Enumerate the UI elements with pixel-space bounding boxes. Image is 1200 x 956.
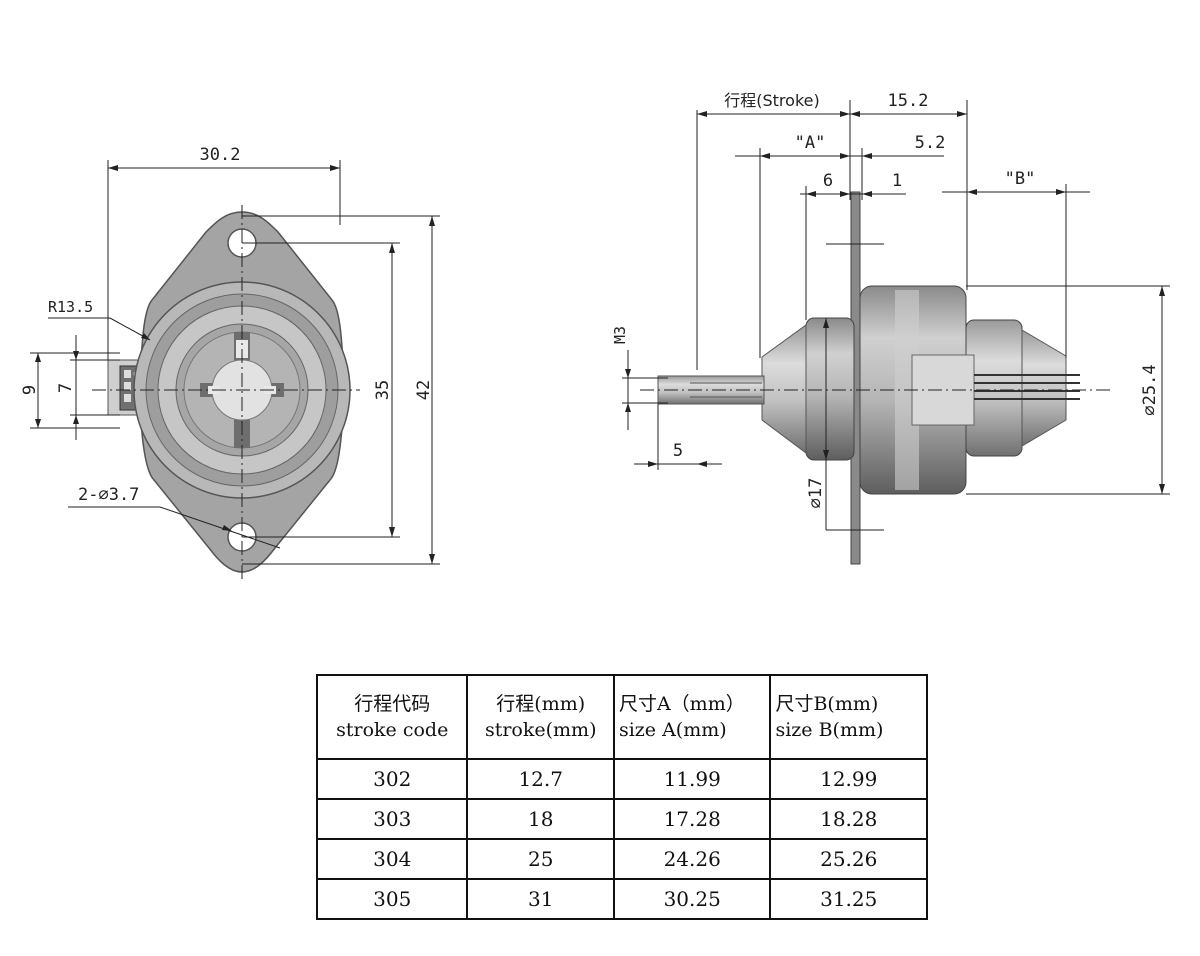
cell-size-a: 11.99 bbox=[612, 758, 772, 800]
cell-stroke-code: 302 bbox=[315, 758, 469, 800]
dim-stroke: 行程(Stroke) bbox=[724, 91, 819, 110]
header-stroke-code: 行程代码 stroke code bbox=[315, 674, 469, 760]
header-stroke: 行程(mm) stroke(mm) bbox=[466, 674, 615, 760]
dim-1: 1 bbox=[892, 171, 902, 191]
cell-stroke-code: 304 bbox=[315, 838, 469, 880]
stroke-spec-table: 行程代码 stroke code 行程(mm) stroke(mm) 尺寸A（m… bbox=[315, 674, 928, 920]
dim-height-35: 35 bbox=[373, 380, 393, 400]
header-zh: 行程代码 bbox=[354, 693, 431, 715]
table-row: 302 12.7 11.99 12.99 bbox=[315, 758, 928, 800]
cell-size-a: 24.26 bbox=[612, 838, 772, 880]
dim-dia-17: ∅17 bbox=[806, 478, 826, 509]
cell-stroke: 12.7 bbox=[466, 758, 615, 800]
cell-stroke: 31 bbox=[466, 878, 615, 920]
front-view: 30.2 R13.5 9 7 35 42 2-∅3.7 bbox=[20, 145, 440, 580]
header-en: stroke(mm) bbox=[484, 719, 597, 741]
cell-stroke-code: 305 bbox=[315, 878, 469, 920]
table-row: 305 31 30.25 31.25 bbox=[315, 878, 928, 920]
dim-left-7: 7 bbox=[56, 383, 76, 393]
header-en: size A(mm) bbox=[618, 719, 727, 741]
dim-6: 6 bbox=[823, 171, 833, 191]
rear-cone bbox=[1021, 329, 1067, 447]
front-cone bbox=[761, 324, 807, 454]
cell-size-b: 31.25 bbox=[769, 878, 928, 920]
table-row: 304 25 24.26 25.26 bbox=[315, 838, 928, 880]
dim-width-30-2: 30.2 bbox=[200, 145, 241, 165]
header-zh: 行程(mm) bbox=[496, 693, 586, 715]
side-view: 行程(Stroke) 15.2 "A" 5.2 6 1 "B" M3 5 bbox=[611, 91, 1170, 565]
header-size-b: 尺寸B(mm) size B(mm) bbox=[769, 674, 928, 760]
dim-5: 5 bbox=[673, 441, 683, 461]
header-en: stroke code bbox=[336, 719, 449, 741]
dim-15-2: 15.2 bbox=[888, 91, 929, 111]
dim-height-42: 42 bbox=[414, 380, 434, 400]
dim-left-9: 9 bbox=[20, 385, 40, 395]
table-row: 303 18 17.28 18.28 bbox=[315, 798, 928, 840]
dim-a: "A" bbox=[795, 133, 826, 153]
cell-size-b: 12.99 bbox=[769, 758, 928, 800]
dim-m3: M3 bbox=[611, 326, 629, 344]
dim-radius: R13.5 bbox=[48, 298, 93, 316]
dim-dia-25-4: ∅25.4 bbox=[1140, 364, 1160, 415]
cell-stroke: 18 bbox=[466, 798, 615, 840]
dim-holes: 2-∅3.7 bbox=[78, 485, 139, 505]
dim-5-2: 5.2 bbox=[915, 133, 946, 153]
header-zh: 尺寸B(mm) bbox=[775, 693, 879, 715]
cell-stroke-code: 303 bbox=[315, 798, 469, 840]
cell-stroke: 25 bbox=[466, 838, 615, 880]
cell-size-a: 30.25 bbox=[612, 878, 772, 920]
cell-size-b: 25.26 bbox=[769, 838, 928, 880]
header-size-a: 尺寸A（mm） size A(mm) bbox=[612, 674, 772, 760]
table-header-row: 行程代码 stroke code 行程(mm) stroke(mm) 尺寸A（m… bbox=[315, 674, 928, 760]
front-boss bbox=[805, 317, 855, 461]
dim-b: "B" bbox=[1005, 169, 1036, 189]
header-en: size B(mm) bbox=[775, 719, 884, 741]
technical-drawing: 30.2 R13.5 9 7 35 42 2-∅3.7 bbox=[20, 91, 1170, 580]
cell-size-a: 17.28 bbox=[612, 798, 772, 840]
cell-size-b: 18.28 bbox=[769, 798, 928, 840]
header-zh: 尺寸A（mm） bbox=[618, 693, 745, 715]
